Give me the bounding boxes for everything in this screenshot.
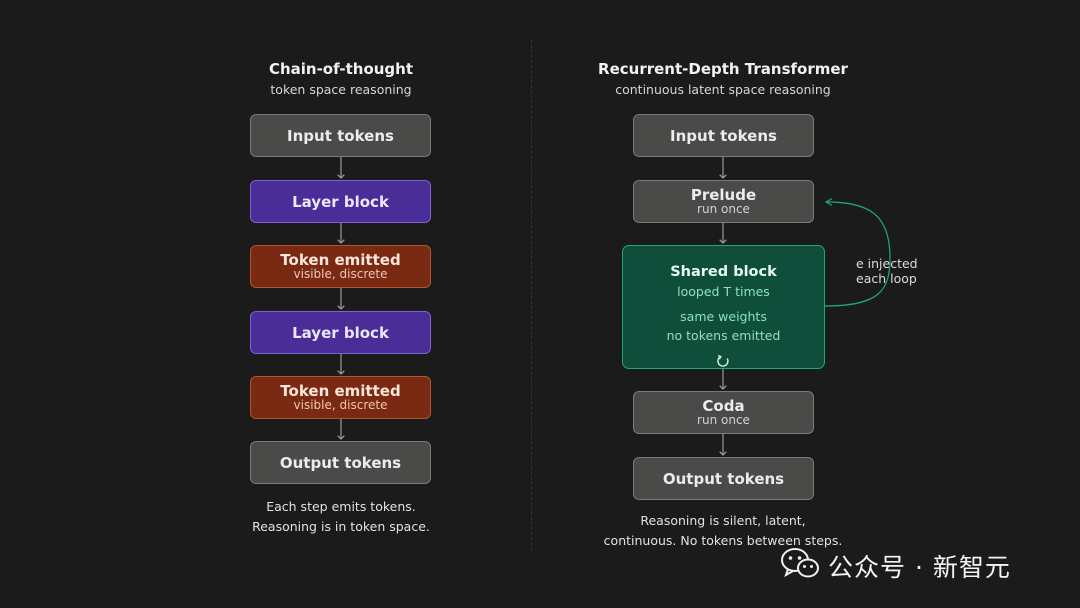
shared-block-line2: same weights bbox=[680, 309, 767, 324]
box-sublabel: run once bbox=[697, 202, 750, 216]
coda-box: Coda run once bbox=[633, 391, 814, 434]
left-token-emitted-2: Token emitted visible, discrete bbox=[250, 376, 431, 419]
loop-label-line1: e injected bbox=[856, 256, 918, 271]
left-title: Chain-of-thought bbox=[268, 60, 414, 78]
right-note: Reasoning is silent, latent, continuous.… bbox=[573, 511, 873, 551]
left-note: Each step emits tokens. Reasoning is in … bbox=[221, 497, 461, 537]
box-label: Token emitted bbox=[280, 251, 401, 269]
left-input-tokens-box: Input tokens bbox=[250, 114, 431, 157]
box-sublabel: visible, discrete bbox=[293, 398, 388, 412]
box-label: Output tokens bbox=[279, 453, 402, 472]
right-note-line2: continuous. No tokens between steps. bbox=[603, 533, 843, 548]
loop-back-arrow bbox=[824, 198, 891, 307]
right-output-tokens-box: Output tokens bbox=[633, 457, 814, 500]
right-title: Recurrent-Depth Transformer bbox=[598, 60, 848, 78]
loop-icon bbox=[717, 354, 729, 367]
box-label: Layer block bbox=[292, 192, 389, 211]
shared-block-box: Shared block looped T times same weights… bbox=[622, 245, 825, 369]
column-divider bbox=[531, 40, 532, 550]
box-label: Input tokens bbox=[670, 126, 777, 145]
box-label: Layer block bbox=[292, 323, 389, 342]
right-input-tokens-box: Input tokens bbox=[633, 114, 814, 157]
loop-label: e injected each loop bbox=[856, 256, 918, 286]
wechat-icon bbox=[780, 546, 820, 582]
right-subtitle: continuous latent space reasoning bbox=[615, 82, 831, 97]
box-label: Output tokens bbox=[662, 469, 785, 488]
left-note-line2: Reasoning is in token space. bbox=[252, 519, 430, 534]
box-label: Token emitted bbox=[280, 382, 401, 400]
box-label: Prelude bbox=[690, 186, 757, 204]
left-layer-block-1: Layer block bbox=[250, 180, 431, 223]
shared-block-line1: looped T times bbox=[677, 284, 770, 299]
box-sublabel: visible, discrete bbox=[293, 267, 388, 281]
left-note-line1: Each step emits tokens. bbox=[266, 499, 416, 514]
box-label: Coda bbox=[702, 397, 745, 415]
left-token-emitted-1: Token emitted visible, discrete bbox=[250, 245, 431, 288]
watermark-text: 公众号 · 新智元 bbox=[828, 553, 1011, 582]
left-subtitle: token space reasoning bbox=[270, 82, 412, 97]
box-sublabel: run once bbox=[697, 413, 750, 427]
right-note-line1: Reasoning is silent, latent, bbox=[640, 513, 806, 528]
prelude-box: Prelude run once bbox=[633, 180, 814, 223]
shared-block-title: Shared block bbox=[670, 264, 777, 280]
loop-label-line2: each loop bbox=[856, 271, 917, 286]
shared-block-line3: no tokens emitted bbox=[666, 328, 781, 343]
left-output-tokens-box: Output tokens bbox=[250, 441, 431, 484]
left-layer-block-2: Layer block bbox=[250, 311, 431, 354]
box-label: Input tokens bbox=[287, 126, 394, 145]
